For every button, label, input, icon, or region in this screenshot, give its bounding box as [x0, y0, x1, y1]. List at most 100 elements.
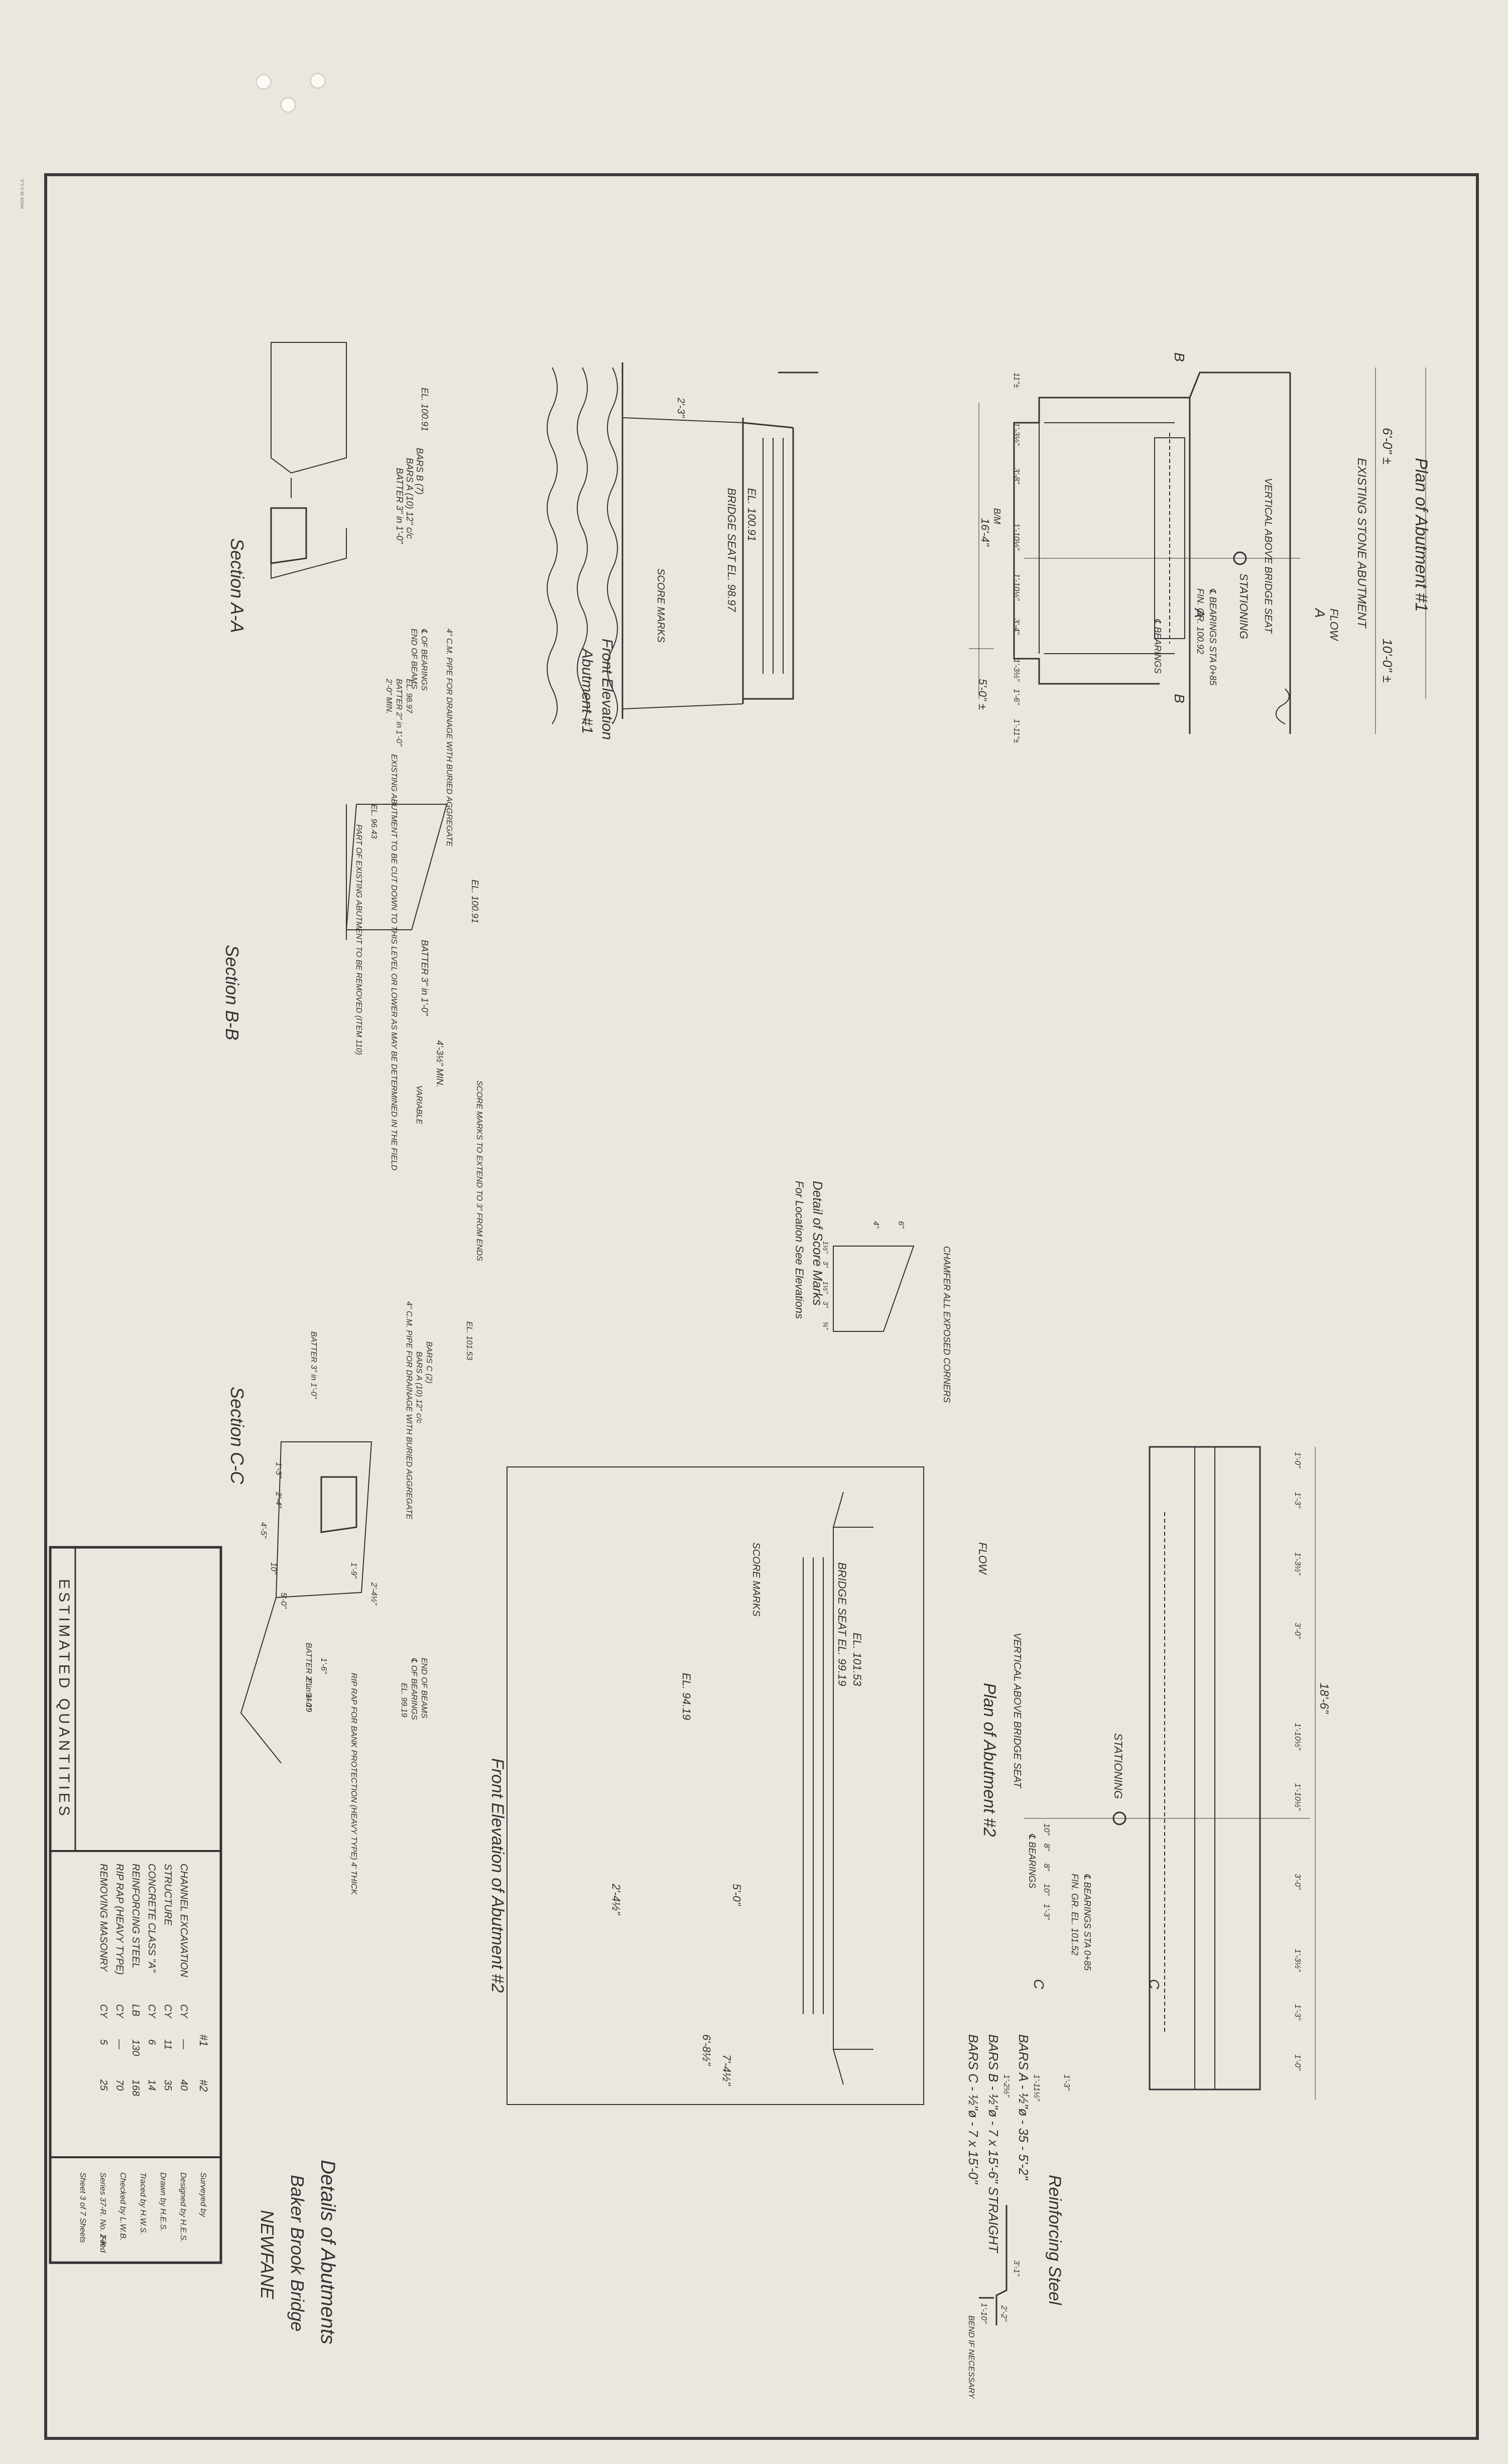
- section-aa-batter2: BATTER 2" in 1'-0": [395, 679, 403, 747]
- plan2-dim: 18'-6": [1317, 1683, 1331, 1714]
- dim-left: 11"±: [1012, 373, 1021, 388]
- quantity-value: 35: [162, 2079, 173, 2091]
- plan2-dim-left: 1'-3": [1293, 2004, 1302, 2021]
- section-cc-dim: 1'-3": [274, 1462, 283, 1479]
- plan2-dim-left: 1'-3½": [1293, 1949, 1302, 1973]
- section-cc-dim: 5'-0": [279, 1592, 288, 1609]
- quantity-item: CHANNEL EXCAVATION: [178, 1864, 189, 1978]
- section-cc-bearings: ℄ OF BEARINGS: [410, 1658, 418, 1720]
- section-bb-score-note: SCORE MARKS TO EXTEND TO 3" FROM ENDS: [475, 1080, 483, 1261]
- section-bb-el: EL. 100.91: [470, 880, 480, 923]
- section-aa-drainage: 4" C.M. PIPE FOR DRAINAGE WITH BURIED AG…: [445, 629, 453, 847]
- section-mark-c: C: [1147, 1979, 1162, 1990]
- section-aa-existing-note: EXISTING ABUTMENT TO BE CUT DOWN TO THIS…: [390, 754, 398, 1171]
- section-cc-dim: 2'-4½": [369, 1582, 378, 1606]
- section-aa-end-beams: END OF BEAMS: [410, 629, 418, 689]
- quantity-unit: LB: [130, 2004, 141, 2016]
- section-cc-title: Section C-C: [227, 1387, 247, 1485]
- estimated-quantities-table: ESTIMATED QUANTITIES #1 #2 CHANNEL EXCAV…: [49, 1546, 222, 2264]
- section-aa-el-low: EL. 96.43: [369, 804, 378, 839]
- bearings-label: ℄ BEARINGS: [1153, 619, 1163, 674]
- front1-dim: 2'-3": [675, 397, 686, 418]
- plan-2-title: Plan of Abutment #2: [980, 1683, 999, 1837]
- bend-note: BEND IF NECESSARY: [967, 2315, 975, 2399]
- quantities-col1: #1: [197, 2034, 210, 2046]
- sheet-title-text: Details of Abutments: [317, 2160, 339, 2345]
- dim-left: 1'-3½": [1012, 659, 1021, 682]
- front1-score-marks: SCORE MARKS: [655, 568, 666, 643]
- section-cc-el: EL. 101.53: [465, 1321, 473, 1361]
- section-cc-dim: 1'-9": [349, 1562, 358, 1579]
- section-aa-part-note: PART OF EXISTING ABUTMENT TO BE REMOVED …: [354, 824, 363, 1055]
- series-number: Series 37-R. No. 2-K: [98, 2172, 107, 2247]
- section-cc-dim: 1'-6": [319, 1658, 328, 1674]
- town-name: NEWFANE: [257, 2210, 278, 2299]
- section-mark-c: C: [1031, 1979, 1047, 1990]
- quantity-value: 40: [178, 2079, 189, 2090]
- title-block: Surveyed by Designed by H.E.S. Drawn by …: [49, 2156, 222, 2264]
- bar-dim: 1'-10": [979, 2303, 988, 2324]
- bar-dim: 3'-1": [1012, 2260, 1021, 2277]
- plan-abutment-2: VERTICAL ABOVE BRIDGE SEAT STATIONING ℄ …: [976, 1446, 1331, 2102]
- bar-dim: 2'-2": [999, 2305, 1008, 2322]
- score-detail-title: Detail of Score Marks: [810, 1181, 825, 1306]
- traced-by: Traced by H.W.S.: [139, 2172, 147, 2235]
- section-cc-dim: 2'-4": [274, 1492, 283, 1509]
- quantity-unit: CY: [114, 2004, 125, 2019]
- section-bb-title: Section B-B: [222, 945, 242, 1040]
- quantity-value: 25: [98, 2079, 109, 2091]
- front-1-subtitle: Abutment #1: [579, 648, 595, 734]
- section-aa-bars-b: BARS B (7): [415, 448, 425, 495]
- front2-dim: 6'-8½": [700, 2034, 713, 2066]
- plan2-dim-left: 1'-3": [1293, 1492, 1302, 1509]
- plan2-bearings-station: ℄ BEARINGS STA 0+85: [1082, 1874, 1092, 1971]
- flow-label: FLOW: [1328, 608, 1340, 642]
- designed-by: Designed by H.E.S.: [179, 2172, 187, 2243]
- existing-abutment-label: EXISTING STONE ABUTMENT: [1355, 458, 1368, 629]
- score-detail-dim: 4": [871, 1221, 880, 1229]
- drawn-by: Drawn by H.E.S.: [159, 2172, 167, 2232]
- front2-el: EL. 101.53: [851, 1633, 863, 1686]
- dim-6ft: 6'-0" ±: [1380, 428, 1395, 464]
- section-cc: EL. 101.53 BARS C (2) BARS A (10) 12" c/…: [240, 1301, 473, 1895]
- score-detail-dim: 1½": [822, 1241, 830, 1254]
- section-bb-variable: VARIABLE: [415, 1085, 423, 1125]
- front2-dim: 7'-4½": [720, 2054, 733, 2086]
- section-aa-title: Section A-A: [227, 538, 247, 633]
- plan2-dim-top: 1'-3": [1042, 1904, 1051, 1920]
- dim-10ft: 10'-0" ±: [1380, 639, 1395, 683]
- filed-label: Filed: [98, 2235, 107, 2253]
- front-1-title: Front Elevation: [599, 639, 615, 740]
- score-marks-detail: CHAMFER ALL EXPOSED CORNERS 6" 4" 1½" 3"…: [822, 1221, 952, 1403]
- quantities-col2: #2: [197, 2079, 210, 2091]
- bar-a: BARS A - ½"ø - 35 - 5'-2": [1016, 2034, 1031, 2181]
- dim-left: 1'-6": [1012, 689, 1021, 705]
- score-detail-chamfer: CHAMFER ALL EXPOSED CORNERS: [942, 1246, 952, 1403]
- dim-left: 3'-8": [1012, 468, 1021, 484]
- front-elevation-abutment-1: EL. 100.91 BRIDGE SEAT EL. 98.97 SCORE M…: [547, 362, 818, 724]
- dim-5ft: 5'-0" ±: [976, 679, 989, 710]
- quantity-item: RIP RAP (HEAVY TYPE): [114, 1864, 125, 1975]
- front2-dim: 5'-0": [730, 1884, 743, 1906]
- dim-left: 3'-4": [1012, 619, 1021, 635]
- bm-label: B/M: [992, 508, 1002, 524]
- bar-c: BARS C - ½"ø - 7 x 15'-0": [966, 2034, 981, 2185]
- quantity-unit: CY: [146, 2004, 157, 2019]
- section-cc-riprap: RIP RAP FOR BANK PROTECTION (HEAVY TYPE)…: [349, 1673, 358, 1895]
- plan2-stationing: STATIONING: [1112, 1733, 1124, 1799]
- plan-abutment-1: VERTICAL ABOVE BRIDGE SEAT STATIONING ℄ …: [969, 352, 1426, 744]
- quantity-item: STRUCTURE: [162, 1864, 173, 1926]
- section-aa: EL. 100.91 BARS B (7) BARS A (10) 12" c/…: [270, 342, 453, 1171]
- front-elevation-abutment-2: EL. 101.53 BRIDGE SEAT EL. 99.19 SCORE M…: [507, 1466, 924, 2105]
- reinforcing-title: Reinforcing Steel: [1045, 2175, 1064, 2305]
- vertical-seat-label: VERTICAL ABOVE BRIDGE SEAT: [1263, 478, 1274, 634]
- plan2-dim-top: 8": [1042, 1864, 1051, 1872]
- quantity-value: —: [178, 2039, 189, 2050]
- front1-el: EL. 100.91: [745, 488, 758, 541]
- plan2-dim-bottom: 1'-3": [1062, 2074, 1071, 2091]
- section-cc-el-mid: EL. 99.19: [400, 1683, 408, 1717]
- section-mark-a: A: [1192, 607, 1207, 618]
- section-bb-batter: BATTER 3" in 1'-0": [420, 940, 430, 1017]
